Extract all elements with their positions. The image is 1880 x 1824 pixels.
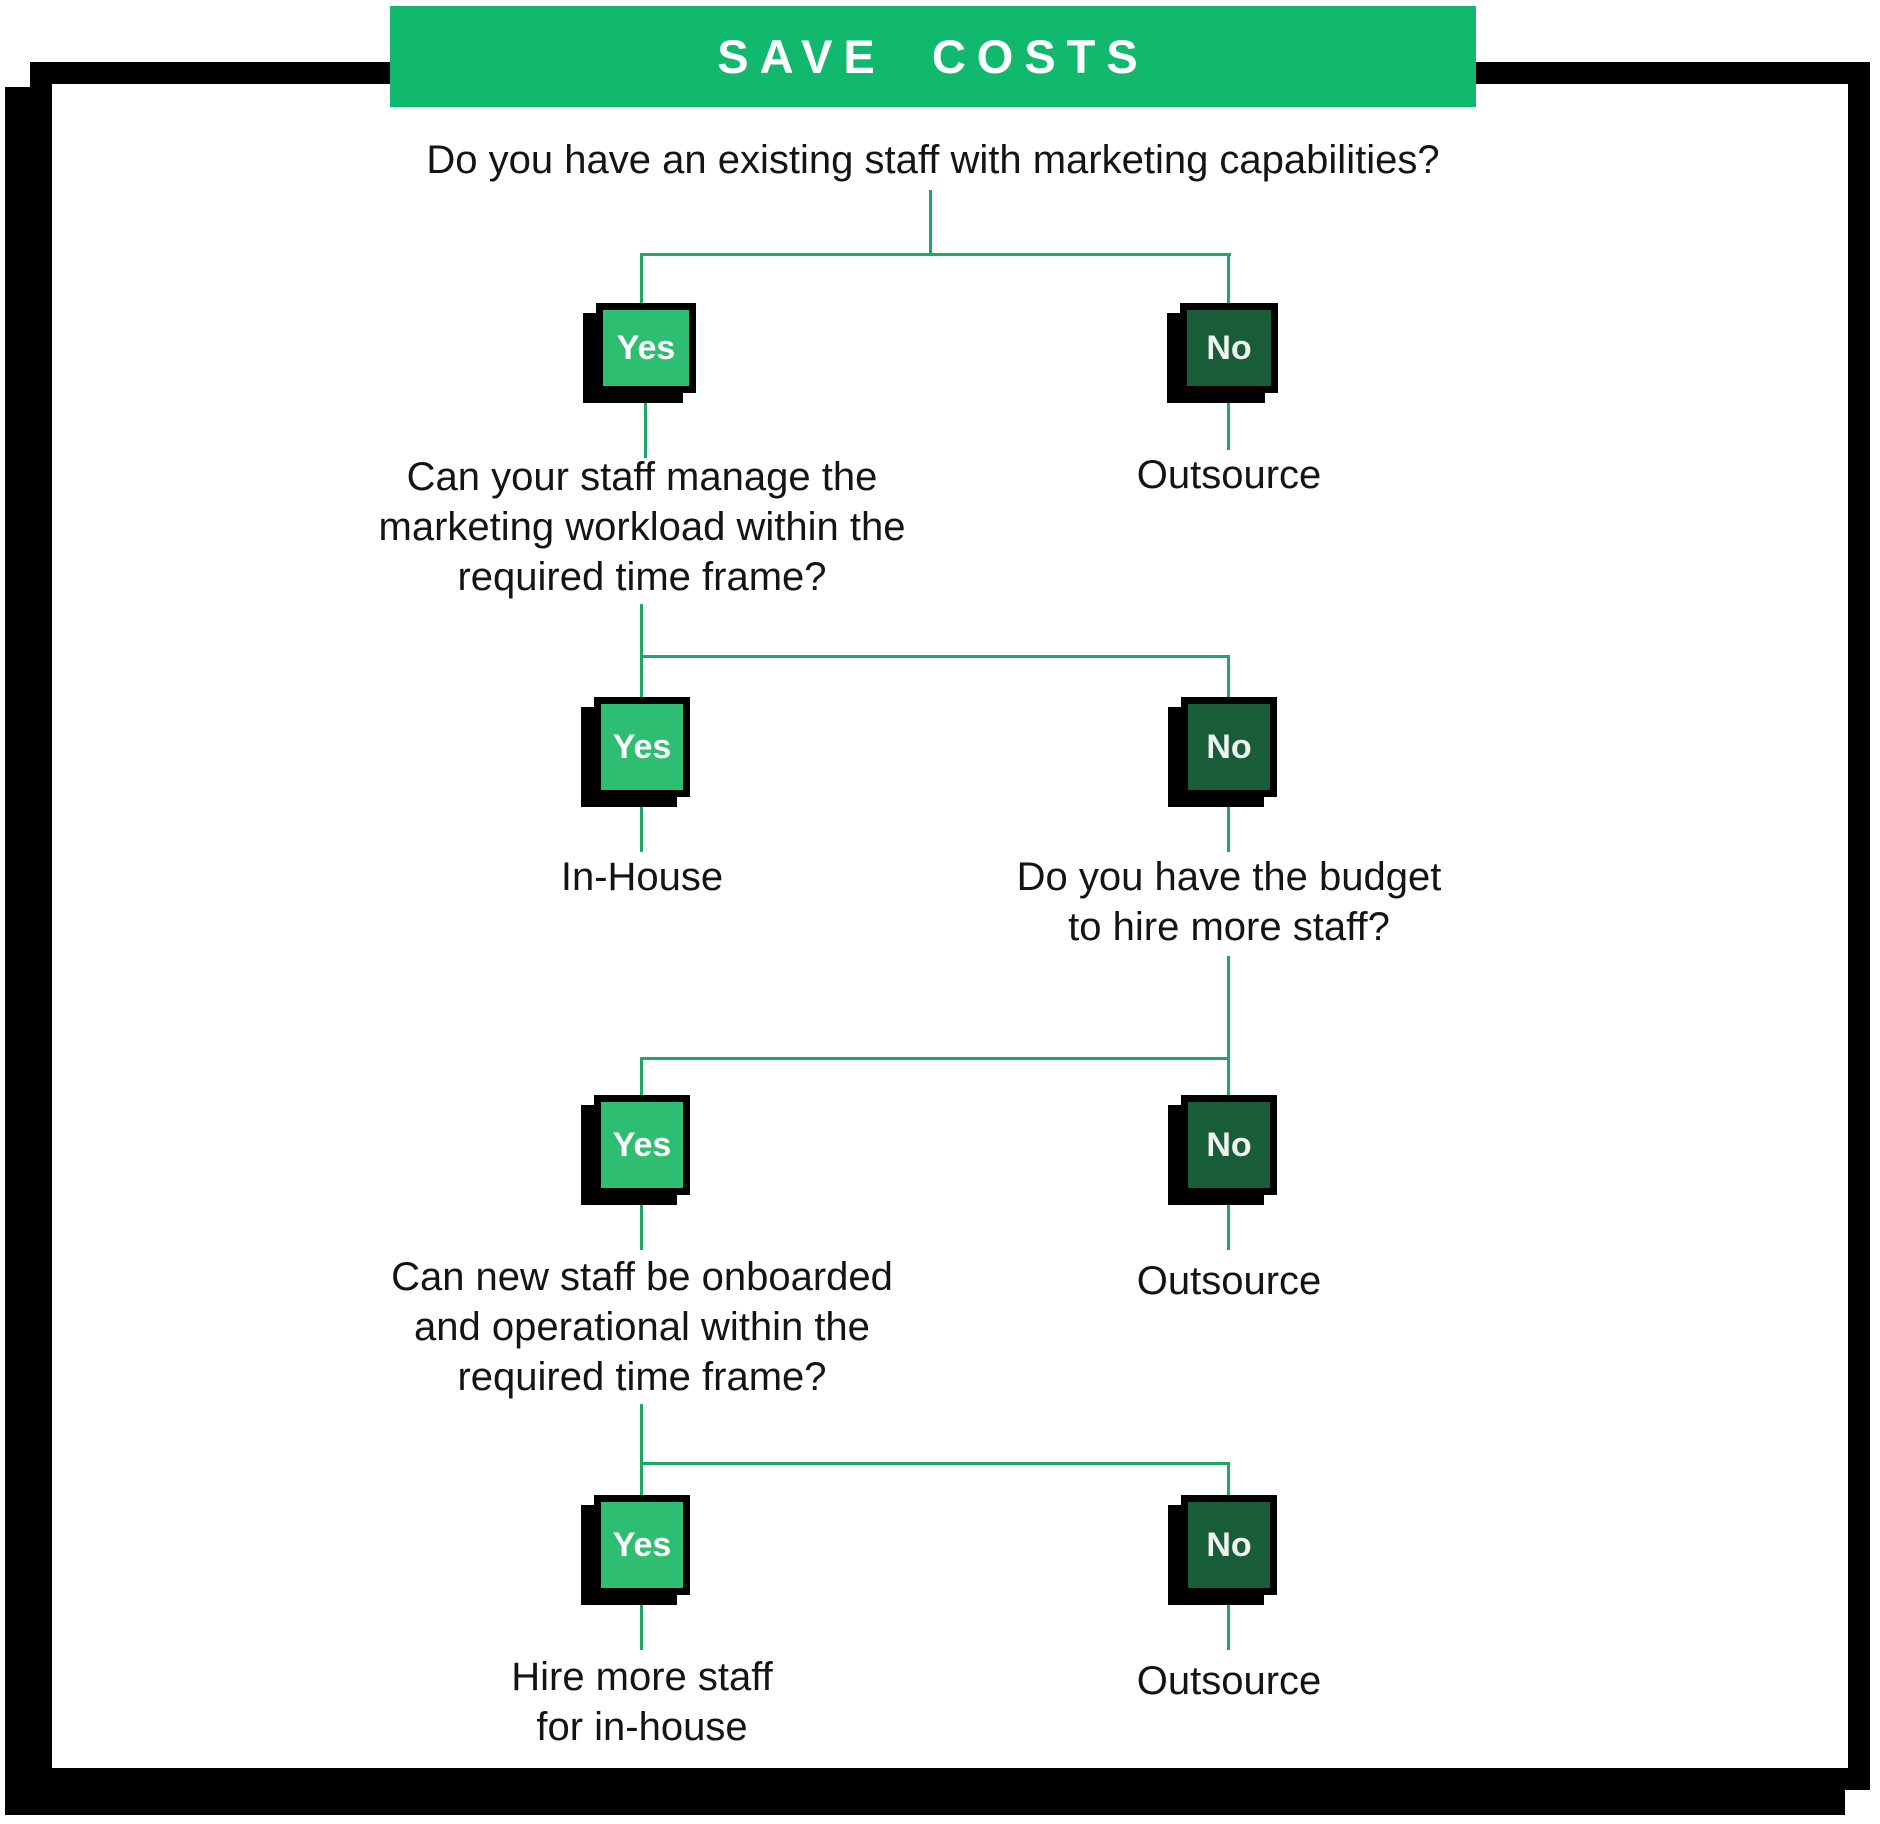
question-3: Do you have the budget to hire more staf…	[929, 852, 1529, 952]
connector-level3-yes-drop	[640, 1057, 643, 1095]
title-banner: SAVE COSTS	[390, 6, 1476, 107]
question-3-line: to hire more staff?	[1068, 905, 1390, 949]
question-1: Do you have an existing staff with marke…	[333, 135, 1533, 185]
question-4-line: Can new staff be onboarded	[391, 1255, 893, 1299]
outcome-hire-line: for in-house	[536, 1705, 748, 1749]
yes-box-1-label: Yes	[616, 328, 676, 367]
question-2: Can your staff manage the marketing work…	[342, 452, 942, 602]
connector-level4-yes-drop	[640, 1462, 643, 1495]
connector-yes2-stem	[640, 797, 643, 852]
connector-yes3-stem	[640, 1195, 643, 1250]
yes-box-4-label: Yes	[612, 1525, 672, 1564]
connector-level2-no-drop	[1227, 655, 1230, 697]
outcome-outsource-3-label: Outsource	[1136, 1659, 1322, 1703]
connector-yes4-stem	[640, 1595, 643, 1650]
yes-box-2-label: Yes	[612, 727, 672, 766]
outcome-outsource-2-label: Outsource	[1136, 1259, 1322, 1303]
yes-box-2: Yes	[594, 697, 690, 797]
connector-level2-branch	[640, 655, 1230, 658]
question-2-line: required time frame?	[457, 555, 827, 599]
no-box-2-label: No	[1206, 727, 1252, 766]
connector-yes1-stem	[644, 393, 647, 458]
connector-level3-no-drop	[1227, 1057, 1230, 1095]
yes-box-4: Yes	[594, 1495, 690, 1595]
no-box-3-label: No	[1206, 1125, 1252, 1164]
outcome-outsource-1: Outsource	[1029, 450, 1429, 500]
connector-q2-stem	[640, 604, 643, 655]
question-2-line: marketing workload within the	[378, 505, 906, 549]
connector-level1-yes-drop	[640, 253, 643, 303]
no-box-1-label: No	[1206, 328, 1252, 367]
connector-level3-branch	[640, 1057, 1230, 1060]
connector-level4-branch	[640, 1462, 1230, 1465]
connector-no2-stem	[1227, 797, 1230, 852]
outcome-hire-line: Hire more staff	[511, 1655, 773, 1699]
question-1-line: Do you have an existing staff with marke…	[426, 138, 1440, 182]
no-box-4-label: No	[1206, 1525, 1252, 1564]
yes-box-3: Yes	[594, 1095, 690, 1195]
outcome-outsource-1-label: Outsource	[1136, 453, 1322, 497]
question-4: Can new staff be onboarded and operation…	[342, 1252, 942, 1402]
question-4-line: required time frame?	[457, 1355, 827, 1399]
outcome-outsource-2: Outsource	[1029, 1256, 1429, 1306]
outcome-in-house: In-House	[442, 852, 842, 902]
connector-level2-yes-drop	[640, 655, 643, 697]
connector-level1-branch	[640, 253, 1231, 256]
outcome-hire: Hire more staff for in-house	[342, 1652, 942, 1752]
no-box-1: No	[1180, 303, 1278, 393]
no-box-3: No	[1181, 1095, 1277, 1195]
question-4-line: and operational within the	[414, 1305, 870, 1349]
outcome-in-house-label: In-House	[560, 855, 724, 899]
connector-q1-stem	[929, 190, 932, 253]
connector-no3-stem	[1227, 1195, 1230, 1250]
question-3-line: Do you have the budget	[1016, 855, 1442, 899]
no-box-4: No	[1181, 1495, 1277, 1595]
outcome-outsource-3: Outsource	[1029, 1656, 1429, 1706]
connector-level4-no-drop	[1227, 1462, 1230, 1495]
connector-no1-stem	[1227, 393, 1230, 450]
yes-box-1: Yes	[596, 303, 696, 393]
no-box-2: No	[1181, 697, 1277, 797]
page-title: SAVE COSTS	[717, 30, 1149, 83]
connector-level1-no-drop	[1227, 253, 1230, 303]
yes-box-3-label: Yes	[612, 1125, 672, 1164]
connector-q3-stem	[1227, 956, 1230, 1057]
question-2-line: Can your staff manage the	[406, 455, 878, 499]
connector-no4-stem	[1227, 1595, 1230, 1650]
connector-q4-stem	[640, 1404, 643, 1462]
